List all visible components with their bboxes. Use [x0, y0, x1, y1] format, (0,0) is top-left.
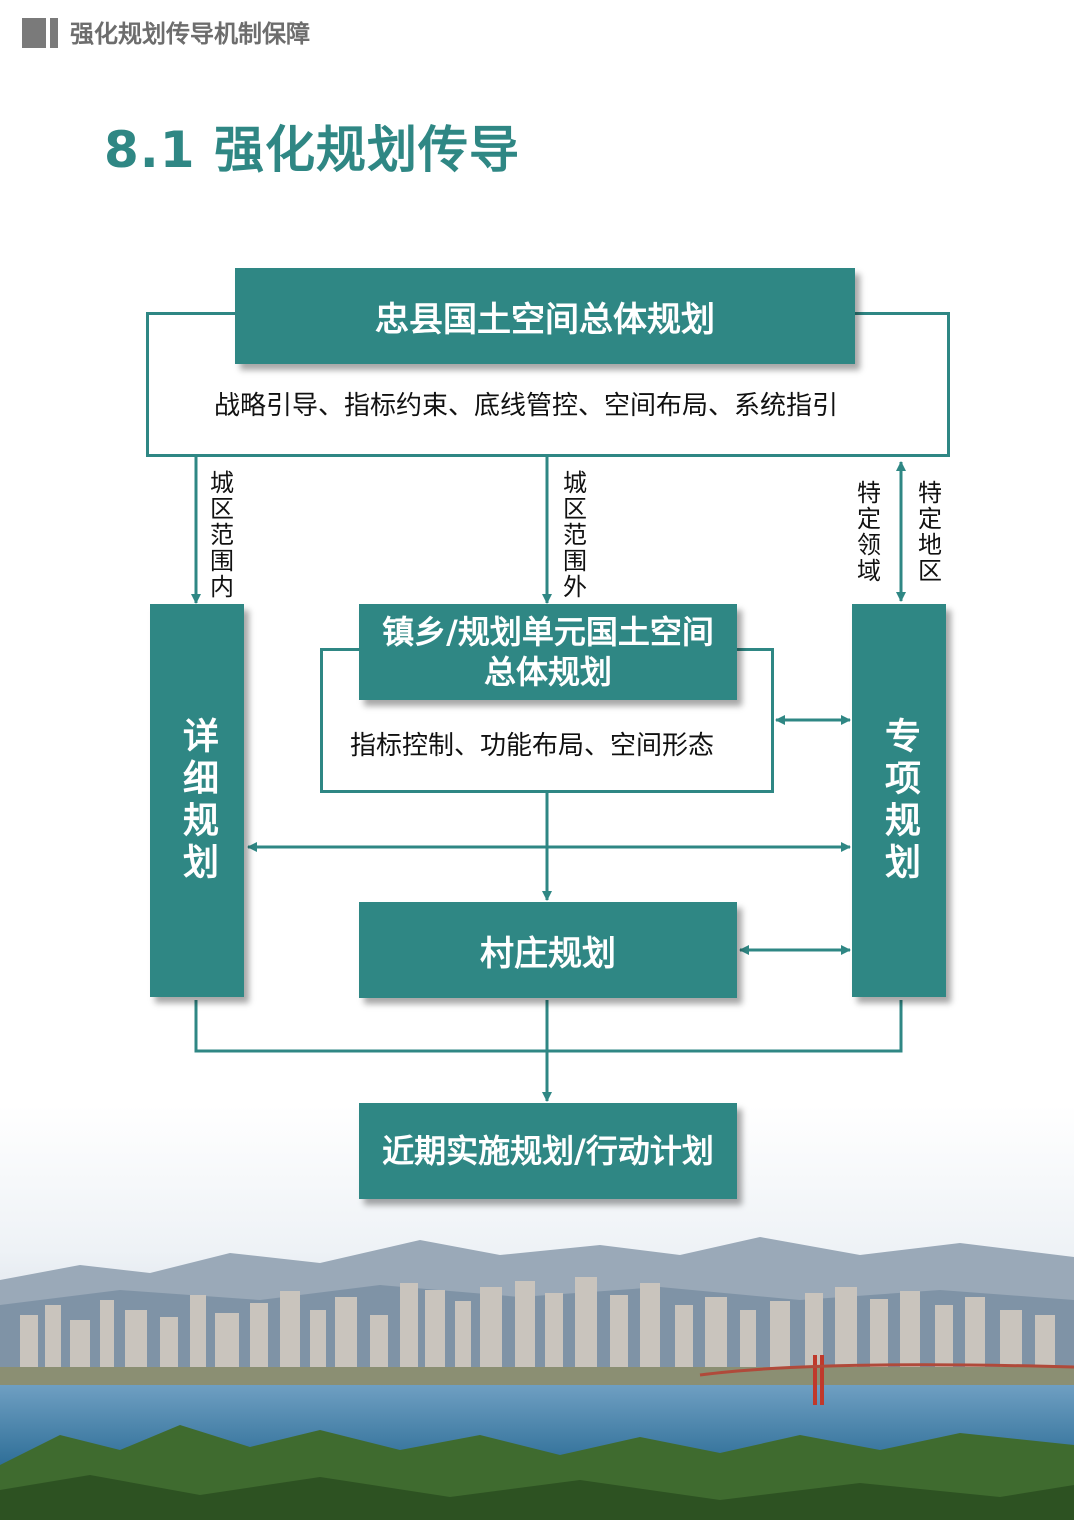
- town-functions-text: 指标控制、功能布局、空间形态: [350, 731, 715, 761]
- county-plan-box: 忠县国土空间总体规划: [235, 268, 855, 364]
- special-plan-label: 专项规划: [879, 716, 920, 885]
- header-title: 强化规划传导机制保障: [70, 20, 310, 48]
- town-plan-box: 镇乡/规划单元国土空间总体规划: [359, 604, 737, 700]
- page-title: 8.1 强化规划传导: [104, 121, 520, 179]
- county-functions-text: 战略引导、指标约束、底线管控、空间布局、系统指引: [214, 391, 839, 421]
- near-term-plan-box: 近期实施规划/行动计划: [359, 1103, 737, 1199]
- village-plan-box: 村庄规划: [359, 902, 737, 998]
- village-plan-label: 村庄规划: [480, 933, 616, 974]
- city-landscape-image: [0, 1105, 1074, 1520]
- label-special-area: 特定地区: [918, 479, 942, 585]
- detailed-plan-box: 详细规划: [150, 604, 244, 997]
- special-plan-box: 专项规划: [852, 604, 946, 997]
- label-special-domain: 特定领域: [857, 479, 881, 585]
- detailed-plan-label: 详细规划: [177, 716, 218, 885]
- label-urban-outside: 城区范围外: [563, 469, 587, 601]
- county-plan-label: 忠县国土空间总体规划: [375, 299, 715, 340]
- near-term-plan-label: 近期实施规划/行动计划: [382, 1132, 714, 1170]
- town-plan-label: 镇乡/规划单元国土空间总体规划: [382, 613, 714, 691]
- label-urban-inside: 城区范围内: [210, 469, 234, 601]
- header-marker: [22, 18, 58, 48]
